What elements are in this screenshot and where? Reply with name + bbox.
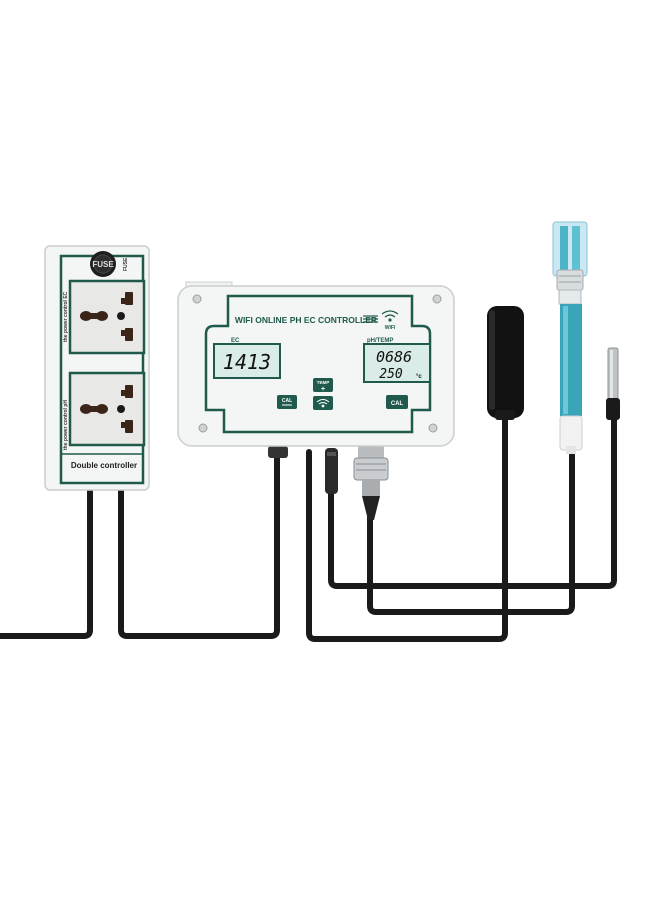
controller-title: WIFI ONLINE PH EC CONTROLLER [235,315,377,325]
temp-button-label: TEMP [317,380,330,385]
controller-unit: WIFI ONLINE PH EC CONTROLLER WIFI EC 141… [177,281,455,447]
temp-button-symbol: + [321,386,325,393]
ph-value: 0686 [376,348,412,366]
socket-ph[interactable] [68,371,146,447]
wifi-button-icon [316,399,330,408]
cal-right-label: CAL [391,401,404,407]
socket-ph-label: the power control pH [63,400,69,450]
bnc-connector [353,446,389,520]
ph-probe-cable [367,452,575,615]
screw-bottom-right [428,423,438,433]
title-lines-icon [363,315,378,323]
fuse-side-label: FUSE [123,257,129,271]
ec-probe-cable [306,412,508,642]
ph-probe [552,221,588,454]
wifi-button[interactable] [313,396,333,410]
temp-plus-button[interactable]: TEMP + [313,378,333,393]
ph-temp-label: pH/TEMP [367,338,393,344]
temp-value: 250 [379,367,403,382]
ec-probe [487,306,524,420]
cal-left-label: CAL [282,398,292,404]
ec-display [213,343,281,379]
ec-label: EC [231,338,240,344]
power-cable-left [0,485,93,639]
temp-connector [325,448,338,494]
power-cable-right [118,449,280,639]
temp-unit: °c [416,374,422,380]
ec-value: 1413 [223,350,271,374]
temp-probe-cable [328,415,617,589]
socket-ec[interactable] [68,279,146,355]
temp-probe [606,347,620,420]
front-panel-frame [204,294,432,434]
fuse-label: FUSE [92,260,114,269]
connectors [268,446,389,520]
wifi-icon [381,310,399,322]
screw-top-right [432,294,442,304]
wifi-label: WIFI [385,325,396,331]
socket-ec-label: the power control EC [63,291,69,342]
cal-left-button[interactable]: CAL [277,395,297,409]
cables [0,412,617,642]
power-socket-box: FUSE FUSE the power control EC [44,245,150,491]
ph-temp-display [363,343,431,383]
screw-bottom-left [198,423,208,433]
cal-right-button[interactable]: CAL [386,395,408,409]
power-grommet [268,446,288,458]
double-controller-label: Double controller [71,461,137,470]
screw-top-left [192,294,202,304]
